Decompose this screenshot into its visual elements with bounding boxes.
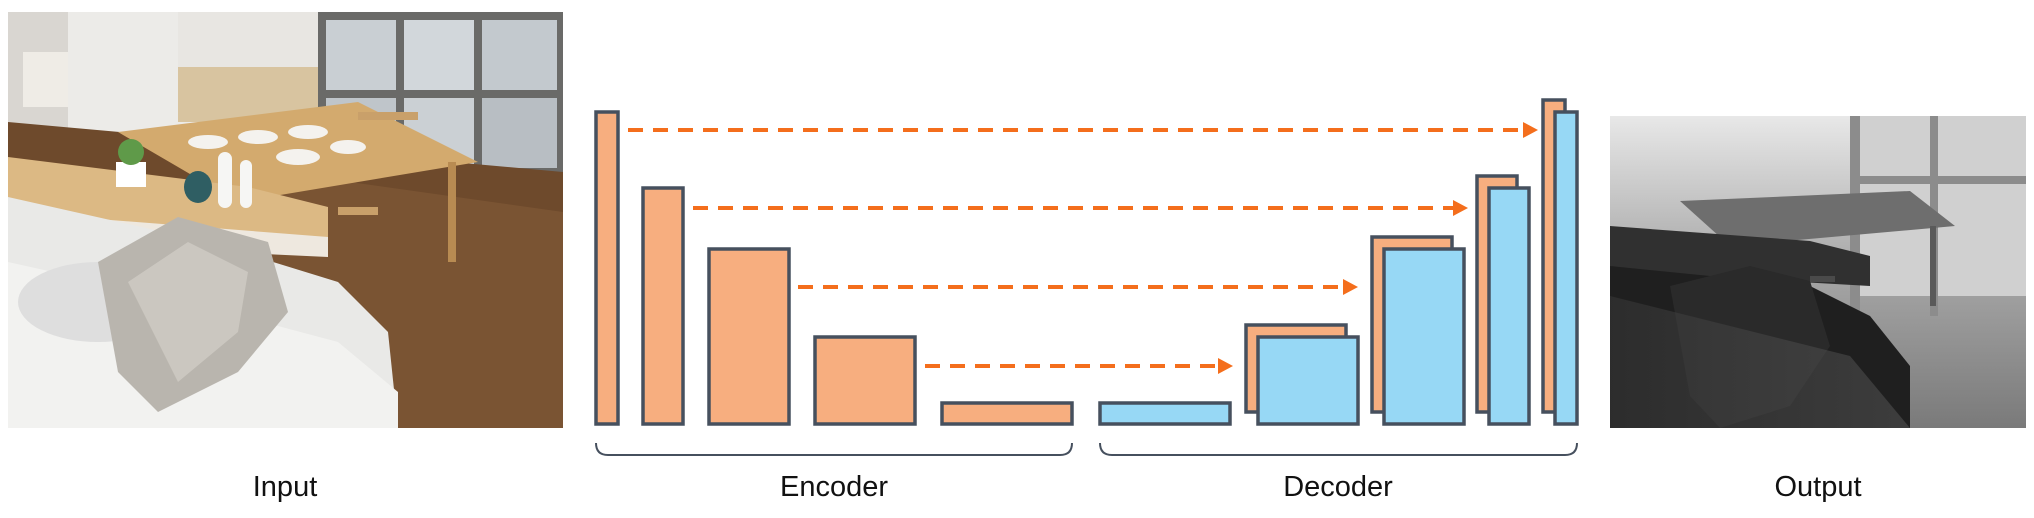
skip-arrowhead-4: [1218, 358, 1233, 374]
decoder-brace: [1099, 442, 1578, 456]
skip-arrowhead-3: [1343, 279, 1358, 295]
output-depth-illustration: [1610, 116, 2026, 428]
decoder-block-2: [1487, 186, 1531, 426]
output-depth-map: [1610, 116, 2026, 428]
decoder-blocks: [1098, 98, 1579, 426]
encoder-block-4: [813, 335, 917, 426]
encoder-block-1: [594, 110, 620, 426]
decoder-bottleneck-block: [1098, 401, 1232, 426]
skip-arrowhead-1: [1523, 122, 1538, 138]
skip-arrowhead-2: [1453, 200, 1468, 216]
skip-connections: [628, 122, 1538, 374]
encoder-brace: [595, 442, 1073, 456]
decoder-label: Decoder: [1283, 471, 1393, 503]
encoder-block-2: [641, 186, 685, 426]
decoder-block-1: [1553, 110, 1579, 426]
encoder-blocks: [594, 110, 1074, 426]
input-scene-illustration: [8, 12, 563, 428]
input-label: Input: [252, 471, 318, 503]
decoder-block-3: [1382, 247, 1466, 426]
input-image: [8, 12, 563, 428]
output-label: Output: [1774, 471, 1862, 503]
decoder-block-4: [1256, 335, 1360, 426]
encoder-block-5: [940, 401, 1074, 426]
encoder-label: Encoder: [779, 471, 888, 503]
encoder-block-3: [707, 247, 791, 426]
